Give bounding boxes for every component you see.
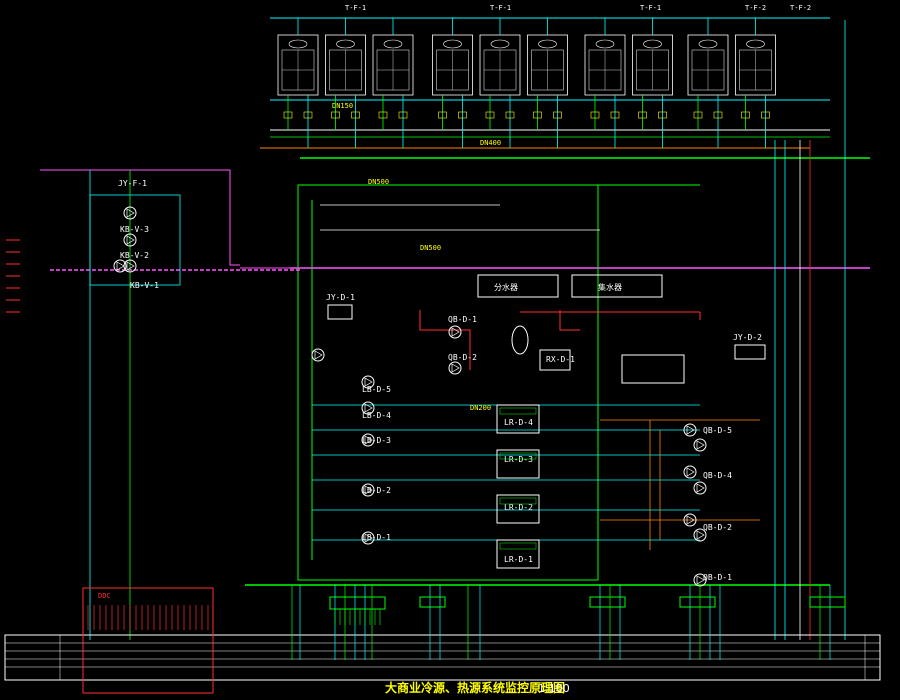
collector-label: 集水器: [598, 282, 622, 292]
pipe-size-label: DN500: [420, 244, 441, 252]
pump-symbol: [113, 259, 127, 273]
pipe-size-label: DN200: [470, 404, 491, 412]
title-block: [4, 634, 881, 681]
left-pump-label: KB-V-3: [120, 225, 149, 234]
cooling-pump-label: QB-D-2: [703, 523, 732, 532]
tower-group-label: T-F-1: [640, 4, 661, 12]
left-pump-label: KB-V-1: [130, 281, 159, 290]
pump-symbol: [361, 433, 375, 447]
pump-symbol: [693, 481, 707, 495]
chilled-pump-label: LB-D-3: [362, 436, 391, 445]
pump-symbol: [361, 531, 375, 545]
collector: [571, 274, 663, 298]
bottom-terminals-group: [87, 605, 381, 630]
left-unit-label: JY-F-1: [118, 179, 147, 188]
pump-symbol: [693, 438, 707, 452]
chilled-pump-label: LB-D-2: [362, 486, 391, 495]
cooling-tower: [632, 18, 673, 148]
chiller-label: LR-D-3: [504, 455, 533, 464]
pump-symbol: [683, 423, 697, 437]
filter-unit: [539, 349, 571, 371]
drawing-scale: 1:100: [538, 682, 570, 695]
tower-group-label: T-F-2: [790, 4, 811, 12]
cooling-tower: [735, 18, 776, 148]
cooling-pump-label: QB-D-1: [703, 573, 732, 582]
chilled-pump-label: LB-D-4: [362, 411, 391, 420]
filter-label: RX-D-1: [546, 355, 575, 364]
cooling-tower: [277, 18, 319, 148]
dosing-unit: [327, 304, 353, 320]
water-treatment-frame: [621, 354, 685, 384]
legend: [6, 239, 20, 313]
pump-symbol: [448, 325, 462, 339]
pump-symbol: [123, 206, 137, 220]
cooling-tower: [527, 18, 568, 148]
cooling-tower: [325, 18, 366, 148]
pump-symbol: [693, 528, 707, 542]
make-up-pump-label: QB-D-2: [448, 353, 477, 362]
tower-group-label: T-F-1: [345, 4, 366, 12]
tower-group-label: T-F-2: [745, 4, 766, 12]
cooling-tower: [432, 18, 473, 148]
cooling-tower-row: T-F-1 T-F-1 T-F-1 T-F-2 T-F-2: [260, 4, 830, 149]
pump-symbol: [448, 361, 462, 375]
chiller-unit: [496, 494, 540, 524]
left-panel-label: DDC: [98, 592, 111, 600]
pipe-size-label: DN150: [332, 102, 353, 110]
chilled-pump-label: LB-D-1: [362, 533, 391, 542]
pipe-size-label: DN500: [368, 178, 389, 186]
chiller-label: LR-D-4: [504, 418, 533, 427]
cooling-pump-label: QB-D-5: [703, 426, 732, 435]
right-unit-label: JY-D-2: [733, 333, 762, 342]
pump-symbol: [361, 401, 375, 415]
dosing-label: JY-D-1: [326, 293, 355, 302]
distributor: [477, 274, 559, 298]
cooling-tower: [687, 18, 729, 148]
chillers-group: [496, 404, 540, 569]
drawing-title: 大商业冷源、热源系统监控原理图: [385, 680, 565, 695]
chiller-label: LR-D-2: [504, 503, 533, 512]
cooling-tower: [479, 18, 521, 148]
chiller-unit: [496, 404, 540, 434]
pipe-size-label: DN400: [480, 139, 501, 147]
left-unit-frame: [89, 194, 181, 286]
expansion-tank: [511, 325, 529, 355]
chiller-unit: [496, 539, 540, 569]
cooling-tower: [372, 18, 414, 148]
cooling-tower: [584, 18, 626, 148]
pumps-group: [113, 206, 707, 587]
make-up-pump-label: QB-D-1: [448, 315, 477, 324]
pump-symbol: [361, 483, 375, 497]
pump-symbol: [683, 513, 697, 527]
pump-symbol: [123, 233, 137, 247]
chiller-label: LR-D-1: [504, 555, 533, 564]
cooling-towers-group: [277, 18, 776, 148]
chilled-pump-label: LB-D-5: [362, 385, 391, 394]
left-pump-label: KB-V-2: [120, 251, 149, 260]
pump-symbol: [361, 375, 375, 389]
pump-symbol: [311, 348, 325, 362]
tower-group-label: T-F-1: [490, 4, 511, 12]
cooling-pump-label: QB-D-4: [703, 471, 732, 480]
chiller-unit: [496, 449, 540, 479]
distributor-label: 分水器: [494, 282, 518, 292]
right-dosing-unit: [734, 344, 766, 360]
left-ddc-panel: [82, 587, 214, 694]
pump-symbol: [683, 465, 697, 479]
